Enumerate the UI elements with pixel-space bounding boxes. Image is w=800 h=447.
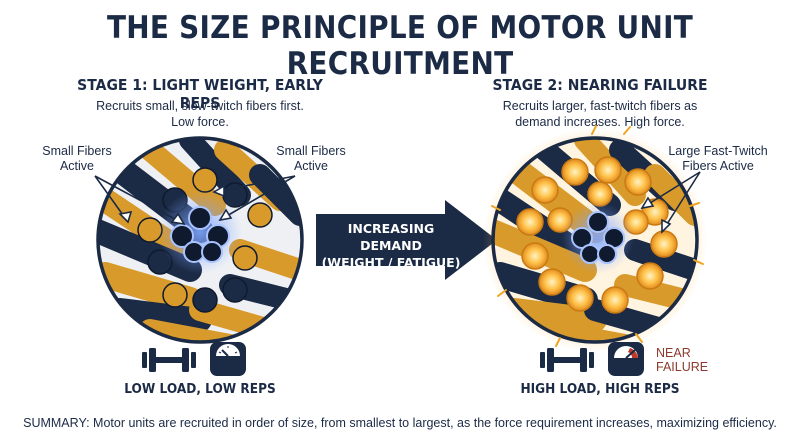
page-title: THE SIZE PRINCIPLE OF MOTOR UNIT RECRUIT… xyxy=(106,10,694,82)
stage1-load-label: LOW LOAD, LOW REPS xyxy=(124,381,276,397)
gauge-icon xyxy=(608,342,644,376)
increasing-demand-arrow xyxy=(316,200,497,280)
summary-text: SUMMARY: Motor units are recruited in or… xyxy=(23,416,777,430)
stage2-heading: STAGE 2: NEARING FAILURE xyxy=(492,76,708,94)
stage2-pointer-arrows xyxy=(640,171,701,234)
stage2-load-label: HIGH LOAD, HIGH REPS xyxy=(520,381,680,397)
stage2-fiber-bundle xyxy=(483,125,707,352)
arrow-line-2: (WEIGHT / FATIGUE) xyxy=(321,255,461,270)
scale-icon xyxy=(210,342,246,376)
stage2-description: Recruits larger, fast-twitch fibers as d… xyxy=(502,99,698,129)
stage1-heading: STAGE 1: LIGHT WEIGHT, EARLY REPS xyxy=(77,76,323,112)
near-failure-label: NEAR FAILURE xyxy=(656,346,709,374)
stage2-label-right: Large Fast-Twitch Fibers Active xyxy=(668,144,768,173)
stage1-label-right: Small Fibers Active xyxy=(276,144,346,173)
dumbbell-icon xyxy=(540,348,594,372)
dumbbell-icon xyxy=(142,348,196,372)
stage1-description: Recruits small, slow-twitch fibers first… xyxy=(96,99,304,129)
stage1-fiber-bundle xyxy=(96,136,304,344)
stage1-pointer-arrows xyxy=(94,175,296,226)
arrow-line-1: INCREASING DEMAND xyxy=(347,221,435,253)
increasing-demand-label: INCREASING DEMAND (WEIGHT / FATIGUE) xyxy=(316,220,466,271)
stage1-label-left: Small Fibers Active xyxy=(42,144,112,173)
